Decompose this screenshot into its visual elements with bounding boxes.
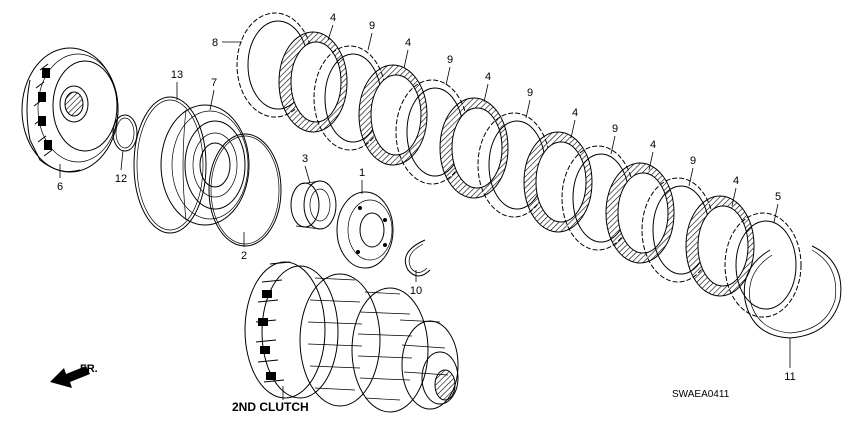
assembly-caption: 2ND CLUTCH xyxy=(232,400,309,414)
clutch-drum-part xyxy=(21,47,119,173)
callout-9: 9 xyxy=(369,20,375,32)
callout-4: 4 xyxy=(330,12,336,24)
callout-7: 7 xyxy=(211,77,217,89)
snap-ring-10 xyxy=(404,239,431,277)
callout-4: 4 xyxy=(572,107,578,119)
direction-label: FR. xyxy=(80,363,98,375)
callout-10: 10 xyxy=(410,285,422,297)
callout-6: 6 xyxy=(57,181,63,193)
spring-retainer-1 xyxy=(336,191,394,269)
clutch-piston-7 xyxy=(160,104,250,226)
callout-13: 13 xyxy=(171,69,183,81)
friction-disc-4 xyxy=(685,195,755,297)
leader-lines xyxy=(59,24,791,400)
callout-5: 5 xyxy=(775,191,781,203)
callout-12: 12 xyxy=(115,173,127,185)
callout-11: 11 xyxy=(784,371,795,383)
callout-4: 4 xyxy=(733,175,739,187)
clutch-pack xyxy=(236,12,802,318)
callout-9: 9 xyxy=(447,54,453,66)
callout-4: 4 xyxy=(405,37,411,49)
o-ring-2 xyxy=(208,133,282,247)
snap-ring-11 xyxy=(743,245,842,339)
callout-2: 2 xyxy=(241,250,247,262)
friction-disc-4 xyxy=(523,131,593,233)
callout-4: 4 xyxy=(485,71,491,83)
callout-9: 9 xyxy=(612,123,618,135)
o-ring-13 xyxy=(133,96,207,234)
callout-1: 1 xyxy=(359,167,365,179)
snap-ring-12 xyxy=(112,114,138,152)
callout-labels: 8 4 9 4 9 4 9 4 9 4 9 4 5 13 7 6 12 3 1 … xyxy=(57,12,796,383)
front-direction-arrow: FR. xyxy=(50,363,98,388)
friction-disc-4 xyxy=(605,162,675,264)
callout-9: 9 xyxy=(690,155,696,167)
return-spring-3 xyxy=(290,180,337,230)
friction-disc-4 xyxy=(278,31,348,133)
clutch-end-plate-5 xyxy=(724,212,802,318)
callout-3: 3 xyxy=(302,153,308,165)
callout-9: 9 xyxy=(527,87,533,99)
second-clutch-assembly xyxy=(244,261,459,413)
friction-disc-4 xyxy=(358,64,428,166)
callout-4: 4 xyxy=(650,139,656,151)
diagram-code: SWAEA0411 xyxy=(672,389,730,400)
callout-8: 8 xyxy=(212,37,218,49)
friction-disc-4 xyxy=(439,97,509,199)
